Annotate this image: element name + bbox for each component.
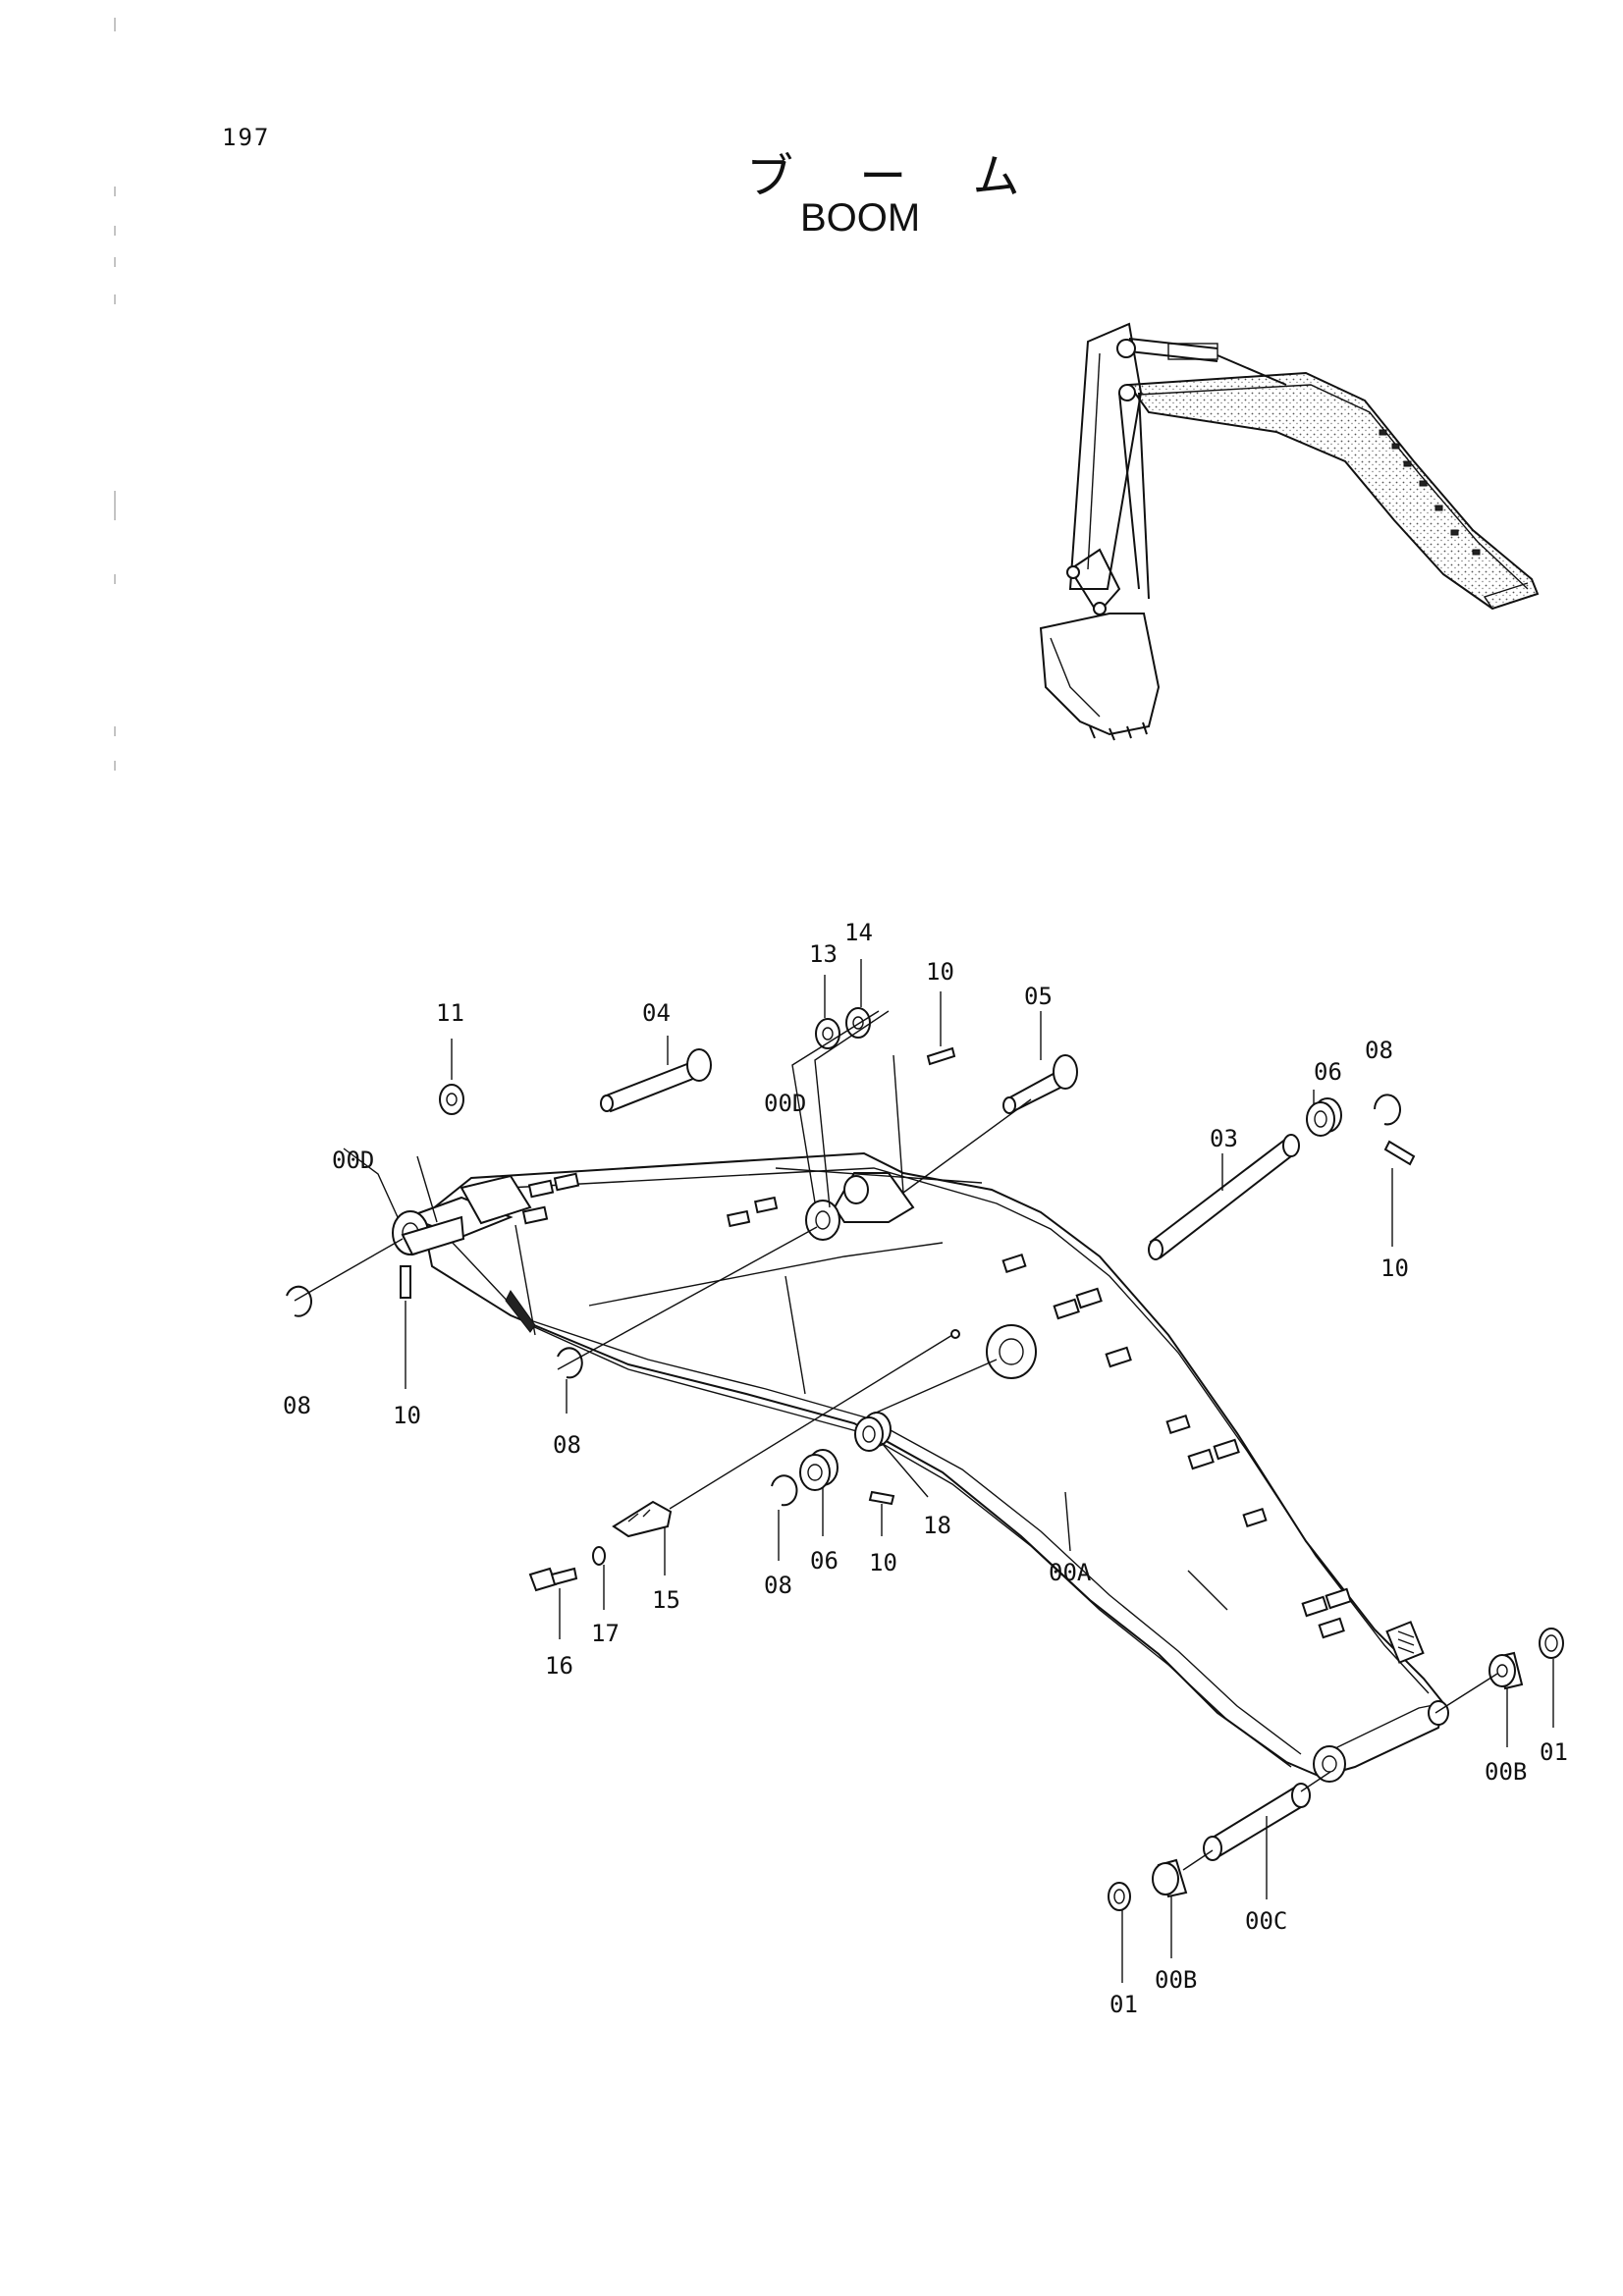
callout-08-lower: 08 bbox=[764, 1572, 792, 1599]
title-english: BOOM bbox=[800, 196, 921, 240]
excavator-thumbnail bbox=[1039, 322, 1540, 741]
callout-01-lower: 01 bbox=[1109, 1991, 1138, 2018]
leader-lines bbox=[294, 959, 1554, 1983]
callout-00B-lower: 00B bbox=[1155, 1966, 1197, 1994]
title-japanese: ブ ー ム bbox=[746, 149, 1046, 204]
callout-00D-left: 00D bbox=[332, 1147, 374, 1174]
callout-06-upper: 06 bbox=[1314, 1058, 1342, 1086]
callout-00B-right: 00B bbox=[1485, 1758, 1527, 1786]
page-number: 197 bbox=[222, 124, 271, 151]
callout-15: 15 bbox=[652, 1586, 680, 1614]
callout-04: 04 bbox=[642, 999, 671, 1027]
callout-10-top: 10 bbox=[926, 958, 954, 986]
exploded-parts bbox=[286, 1007, 1564, 1911]
callout-10-lower: 10 bbox=[869, 1549, 897, 1576]
callout-labels: 11 04 13 14 10 05 06 08 00D 00D 03 10 08… bbox=[283, 919, 1568, 2018]
callout-00D-middle: 00D bbox=[764, 1090, 806, 1117]
callout-01-right: 01 bbox=[1540, 1738, 1568, 1766]
callout-00A: 00A bbox=[1049, 1559, 1092, 1586]
callout-17: 17 bbox=[591, 1620, 620, 1647]
callout-08-left: 08 bbox=[283, 1392, 311, 1419]
callout-13: 13 bbox=[809, 940, 838, 968]
callout-10-left: 10 bbox=[393, 1402, 421, 1429]
callout-08-center: 08 bbox=[553, 1431, 581, 1459]
callout-05: 05 bbox=[1024, 983, 1053, 1010]
callout-18: 18 bbox=[923, 1512, 951, 1539]
callout-14: 14 bbox=[844, 919, 873, 946]
callout-08-upper-right: 08 bbox=[1365, 1037, 1393, 1064]
callout-06-lower: 06 bbox=[810, 1547, 839, 1575]
callout-10-right: 10 bbox=[1380, 1255, 1409, 1282]
callout-03: 03 bbox=[1210, 1125, 1238, 1152]
callout-16: 16 bbox=[545, 1652, 573, 1680]
callout-00C: 00C bbox=[1245, 1907, 1287, 1935]
callout-11: 11 bbox=[436, 999, 464, 1027]
boom-main-body bbox=[405, 1151, 1449, 1783]
